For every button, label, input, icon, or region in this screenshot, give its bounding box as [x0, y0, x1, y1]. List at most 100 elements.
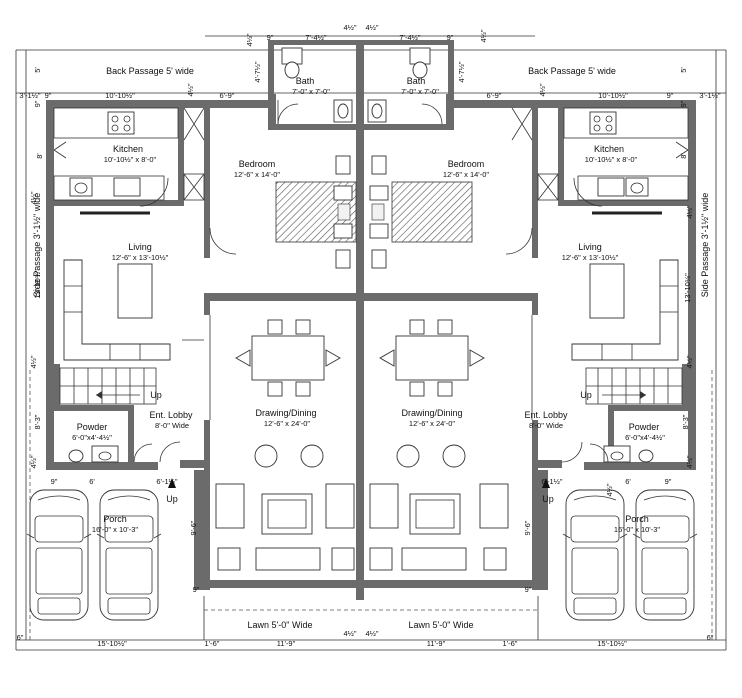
bedroom-left-label: Bedroom	[239, 159, 276, 169]
outer-dimension-lines	[15, 35, 727, 651]
dim-label: 5'	[679, 67, 688, 73]
stairs-right-up-label: Up	[580, 390, 592, 400]
porch-left-cars	[26, 489, 162, 621]
dim-label: 6'-1½"	[541, 477, 563, 486]
dim-label: 4½"	[343, 23, 356, 32]
dim-label: 9"	[679, 100, 688, 107]
dim-label: 9"	[665, 477, 672, 486]
dim-label: 4½"	[365, 629, 378, 638]
dining-left	[235, 319, 341, 397]
bath-right-label: Bath	[407, 76, 426, 86]
dim-label: 9'-6"	[523, 520, 532, 535]
lawn-lines	[203, 596, 539, 640]
dim-label: 4½"	[685, 455, 694, 468]
dim-label: 4½"	[186, 83, 195, 96]
dim-label: 9'-6"	[189, 520, 198, 535]
dim-label: 4½"	[245, 33, 254, 46]
porch-right-cars	[562, 489, 698, 621]
back-passage-right-label: Back Passage 5' wide	[528, 66, 616, 76]
kitchen-left-label: Kitchen	[113, 144, 143, 154]
porch-left-label: Porch	[103, 514, 127, 524]
lobby-left-size: 8'-0" Wide	[155, 421, 189, 430]
living-left-sofa	[63, 259, 204, 361]
living-left-size: 12'-6" x 13'-10½"	[112, 253, 169, 262]
stairs-left	[59, 367, 157, 405]
dim-label: 11'-9"	[427, 639, 446, 648]
dim-label: 8'-3"	[681, 414, 690, 429]
bedroom-right-size: 12'-6" x 14'-0"	[443, 170, 489, 179]
dim-label: 9"	[525, 585, 532, 594]
dimension-labels: 9" 7'-4½" 4½" 4½" 7'-4½" 9" 4½" 4½" 3'-1…	[17, 23, 721, 648]
bath-right-size: 7'-0" x 7'-0"	[401, 87, 439, 96]
dim-label: 6'-9"	[487, 91, 502, 100]
dim-label: 9"	[447, 33, 454, 42]
dim-label: 1'-6"	[205, 639, 220, 648]
bath-left-label: Bath	[296, 76, 315, 86]
stairs-left-up-label: Up	[150, 390, 162, 400]
lobby-right-label: Ent. Lobby	[524, 410, 568, 420]
porch-right-label: Porch	[625, 514, 649, 524]
dim-label: 4½"	[685, 205, 694, 218]
dim-label: 9"	[667, 91, 674, 100]
drawing-right-size: 12'-6" x 24'-0"	[409, 419, 455, 428]
dim-label: 13'-10½"	[683, 273, 692, 303]
bath-right	[367, 47, 443, 125]
living-left-label: Living	[128, 242, 152, 252]
powder-left-fixtures	[68, 443, 153, 463]
porch-left-up-label: Up	[166, 494, 178, 504]
dim-label: 10'-10½"	[598, 91, 628, 100]
dim-label: 3'-1½"	[19, 91, 41, 100]
powder-left-label: Powder	[77, 422, 108, 432]
dim-label: 4½"	[343, 629, 356, 638]
dim-label: 7'-4½"	[399, 33, 421, 42]
drawing-left-seating	[209, 315, 355, 571]
dim-label: 6'-9"	[220, 91, 235, 100]
dim-label: 6'-1½"	[156, 477, 178, 486]
drawing-right-label: Drawing/Dining	[401, 408, 462, 418]
dim-label: 11'-9"	[277, 639, 296, 648]
lobby-right-size: 8'-0" Wide	[529, 421, 563, 430]
drawing-right-seating	[369, 315, 533, 571]
dim-label: 13'-10½"	[33, 269, 42, 299]
dim-label: 6'	[89, 477, 95, 486]
dim-label: 4½"	[29, 355, 38, 368]
dim-label: 4'-7½"	[457, 61, 466, 83]
powder-right-label: Powder	[629, 422, 660, 432]
living-right-size: 12'-6" x 13'-10½"	[562, 253, 619, 262]
kitchen-right-label: Kitchen	[594, 144, 624, 154]
room-labels: Back Passage 5' wide Back Passage 5' wid…	[32, 66, 710, 630]
dim-label: 4½"	[29, 191, 38, 204]
dim-label: 9"	[33, 100, 42, 107]
dim-label: 8'	[679, 153, 688, 159]
powder-left-size: 6'-0"x4'-4½"	[72, 433, 112, 442]
side-passage-right-label: Side Passage 3'-1½" wide	[700, 193, 710, 297]
dim-label: 6"	[707, 633, 714, 642]
entry-doors	[159, 441, 583, 488]
dim-label: 15'-10½"	[97, 639, 127, 648]
dim-label: 9"	[45, 91, 52, 100]
dim-label: 10'-10½"	[105, 91, 135, 100]
dim-label: 6'	[625, 477, 631, 486]
bedroom-right-bed	[369, 155, 533, 269]
bedroom-left-size: 12'-6" x 14'-0"	[234, 170, 280, 179]
dim-label: 9"	[51, 477, 58, 486]
bath-left	[277, 47, 353, 125]
dim-label: 6"	[17, 633, 24, 642]
lawn-left-label: Lawn 5'-0" Wide	[248, 620, 313, 630]
dim-label: 4½"	[365, 23, 378, 32]
dim-label: 1'-6"	[503, 639, 518, 648]
dim-label: 4½"	[605, 483, 614, 496]
porch-right-up-label: Up	[542, 494, 554, 504]
living-right-label: Living	[578, 242, 602, 252]
kitchen-left-size: 10'-10½" x 8'-0"	[104, 155, 157, 164]
living-right-sofa	[571, 259, 679, 361]
bedroom-right-label: Bedroom	[448, 159, 485, 169]
dim-label: 5'	[33, 67, 42, 73]
bedroom-left-bed	[209, 155, 357, 269]
drawing-left-label: Drawing/Dining	[255, 408, 316, 418]
dim-label: 9"	[267, 33, 274, 42]
dim-label: 8'	[35, 153, 44, 159]
porch-left-size: 16'-0" x 10'-3"	[92, 525, 138, 534]
dim-label: 3'-1½"	[699, 91, 721, 100]
